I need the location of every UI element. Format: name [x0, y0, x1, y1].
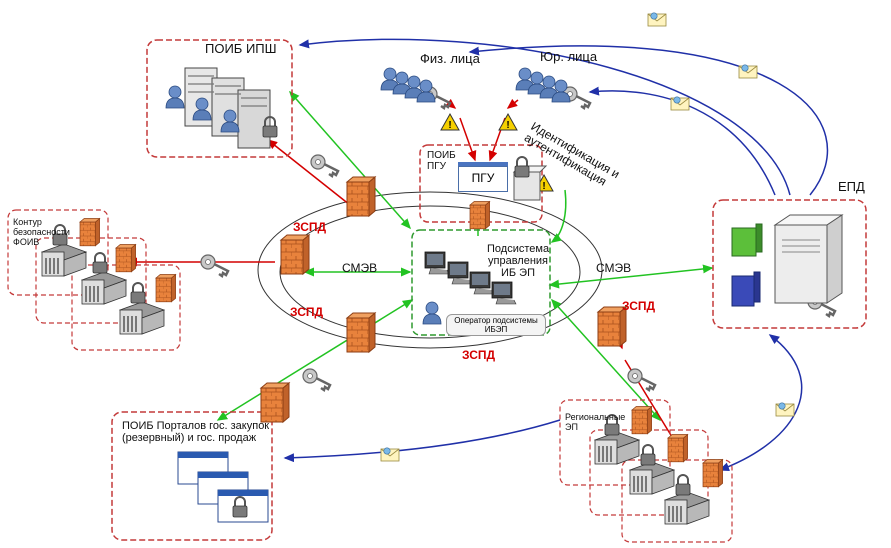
firewall-icon: [469, 201, 490, 230]
pgu-window: ПГУ: [458, 166, 508, 192]
poib-ipsh-label: ПОИБ ИПШ: [205, 41, 277, 56]
epd-box: [712, 199, 867, 329]
green-arrow: [289, 90, 411, 230]
kontur-box-3: [71, 264, 181, 351]
firewall-icon: [667, 434, 688, 463]
envelope-icon: [670, 96, 690, 111]
kontur-box-2: [35, 237, 147, 324]
zspd-label: ЗСПД: [622, 299, 656, 313]
building-icon: [629, 461, 675, 495]
poib-ipsh-box: [146, 39, 293, 158]
envelope-icon: [775, 402, 795, 417]
epd-label: ЕПД: [838, 179, 865, 194]
zspd-label: ЗСПД: [290, 305, 324, 319]
firewall-icon: [702, 459, 723, 488]
blue-arrow: [468, 45, 829, 196]
envelope-icon: [647, 12, 667, 27]
user-group-icon: [515, 67, 571, 103]
padlock-icon: [92, 252, 108, 274]
smev-label: СМЭВ: [342, 261, 378, 275]
padlock-icon: [640, 444, 656, 466]
green-arrow: [216, 299, 414, 421]
epd-blue-server-icon: [731, 271, 761, 307]
padlock-icon: [514, 156, 530, 178]
operator-label: Оператор подсистемы ИБЭП: [446, 314, 546, 336]
firewall-icon: [346, 176, 376, 217]
subsystem-box: [411, 229, 551, 336]
building-icon: [664, 491, 710, 525]
epd-green-server-icon: [731, 223, 763, 257]
computer-icon: [424, 251, 450, 275]
person-icon: [165, 85, 185, 109]
epd-server-icon: [773, 214, 844, 304]
poib-pgu-label: ПОИБ ПГУ: [427, 150, 456, 172]
computer-icon: [491, 281, 517, 305]
firewall-icon: [631, 406, 652, 435]
warning-icon: [440, 113, 460, 132]
green-arrow: [550, 189, 567, 243]
warning-icon: [498, 113, 518, 132]
building-icon: [41, 243, 87, 277]
operator-icon: [422, 301, 442, 325]
yur-lica-label: Юр. лица: [540, 49, 598, 64]
portals-box: [111, 411, 273, 541]
firewall-icon: [346, 312, 376, 353]
firewall-icon: [155, 274, 176, 303]
green-arrow: [548, 264, 714, 289]
portal-window-icon: [177, 451, 269, 523]
building-icon: [594, 431, 640, 465]
key-icon: [309, 153, 340, 178]
firewall-icon: [260, 382, 290, 423]
key-icon: [199, 253, 230, 278]
red-arrow: [266, 139, 351, 206]
regional-box-3: [621, 459, 733, 543]
portals-label: ПОИБ Порталов гос. закупок (резервный) и…: [122, 420, 270, 445]
envelope-icon: [380, 447, 400, 462]
building-icon: [119, 301, 165, 335]
envelope-icon: [738, 64, 758, 79]
key-icon: [301, 367, 332, 392]
red-arrow: [506, 98, 519, 109]
red-arrow: [459, 117, 477, 162]
regional-label: Региональные ЭП: [565, 412, 626, 432]
padlock-icon: [130, 282, 146, 304]
building-icon: [81, 271, 127, 305]
blue-arrow: [718, 334, 803, 472]
smev-label: СМЭВ: [596, 261, 632, 275]
blue-arrow: [283, 419, 561, 463]
firewall-icon: [79, 218, 100, 247]
blue-arrow: [298, 38, 791, 196]
subsystem-label: Подсистема управления ИБ ЭП: [487, 243, 550, 280]
kontur-label: Контур безопасности ФОИВ: [13, 217, 70, 247]
user-group-icon: [380, 67, 436, 103]
firewall-icon: [280, 234, 310, 275]
zspd-label: ЗСПД: [293, 220, 327, 234]
firewall-icon: [115, 244, 136, 273]
server-rack-icon: [184, 67, 271, 149]
fiz-lica-label: Физ. лица: [420, 51, 480, 66]
kontur-box-1: [7, 209, 109, 296]
zspd-label: ЗСПД: [462, 348, 496, 362]
blue-arrow: [588, 86, 776, 196]
padlock-icon: [675, 474, 691, 496]
computer-icon: [447, 261, 473, 285]
